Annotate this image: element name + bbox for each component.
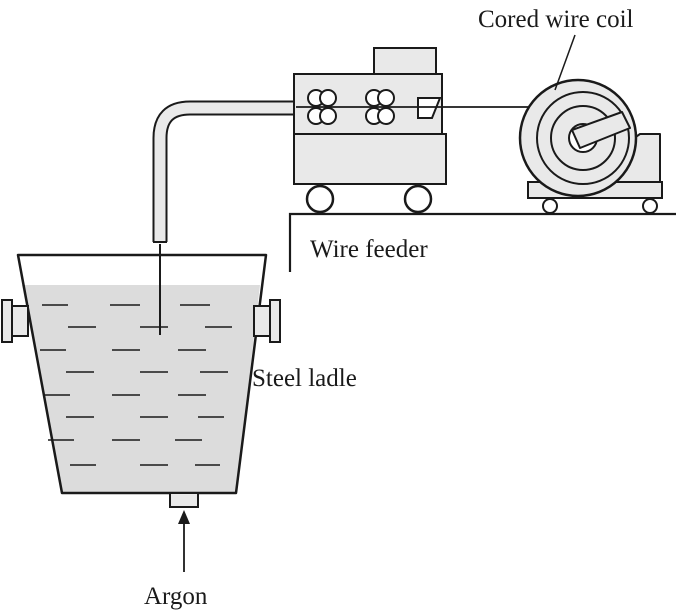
platform bbox=[288, 212, 676, 272]
label-steel-ladle: Steel ladle bbox=[252, 365, 357, 392]
argon-inlet-arrow bbox=[178, 510, 190, 572]
ladle-left-trunnion bbox=[1, 299, 29, 343]
guide-tube bbox=[152, 100, 296, 243]
cored-wire-coil bbox=[518, 78, 663, 214]
steel-ladle bbox=[1, 253, 281, 508]
wire-feeder bbox=[293, 47, 447, 214]
liquid-hatching bbox=[40, 304, 232, 466]
label-argon: Argon bbox=[144, 583, 208, 610]
label-wire-feeder: Wire feeder bbox=[310, 236, 428, 263]
molten-steel bbox=[22, 285, 260, 493]
ladle-body bbox=[16, 253, 268, 495]
feeder-rollers bbox=[307, 89, 395, 125]
porous-plug bbox=[169, 492, 199, 508]
feeder-wheels bbox=[305, 184, 433, 214]
coil-leader-line bbox=[554, 34, 576, 91]
label-cored-wire-coil: Cored wire coil bbox=[478, 6, 634, 33]
ladle-right-trunnion bbox=[253, 299, 281, 343]
coil-wheels bbox=[542, 198, 658, 214]
